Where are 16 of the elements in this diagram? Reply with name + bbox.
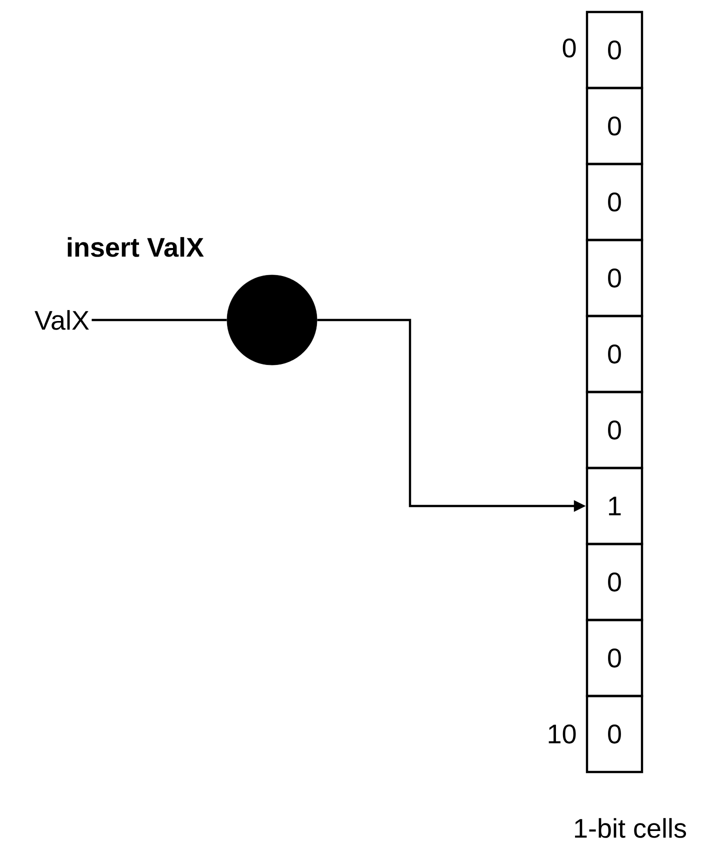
heading: insert ValX	[68, 237, 204, 257]
junction-dot	[226, 274, 318, 366]
bit-cell: 0	[586, 618, 644, 698]
caption: 1-bit cells	[575, 818, 686, 838]
bit-cell: 1	[586, 466, 644, 546]
index-label: 10	[548, 724, 576, 744]
index-label: 0	[562, 38, 576, 58]
bit-cell: 0	[586, 162, 644, 242]
bit-cell: 0	[586, 542, 644, 622]
bit-cell: 0	[586, 694, 644, 774]
bit-cell: 0	[586, 86, 644, 166]
bit-cell: 0	[586, 390, 644, 470]
bit-cell: 0	[586, 314, 644, 394]
bit-cell: 0	[586, 10, 644, 90]
input-label: ValX	[34, 310, 89, 330]
bit-cell: 0	[586, 238, 644, 318]
